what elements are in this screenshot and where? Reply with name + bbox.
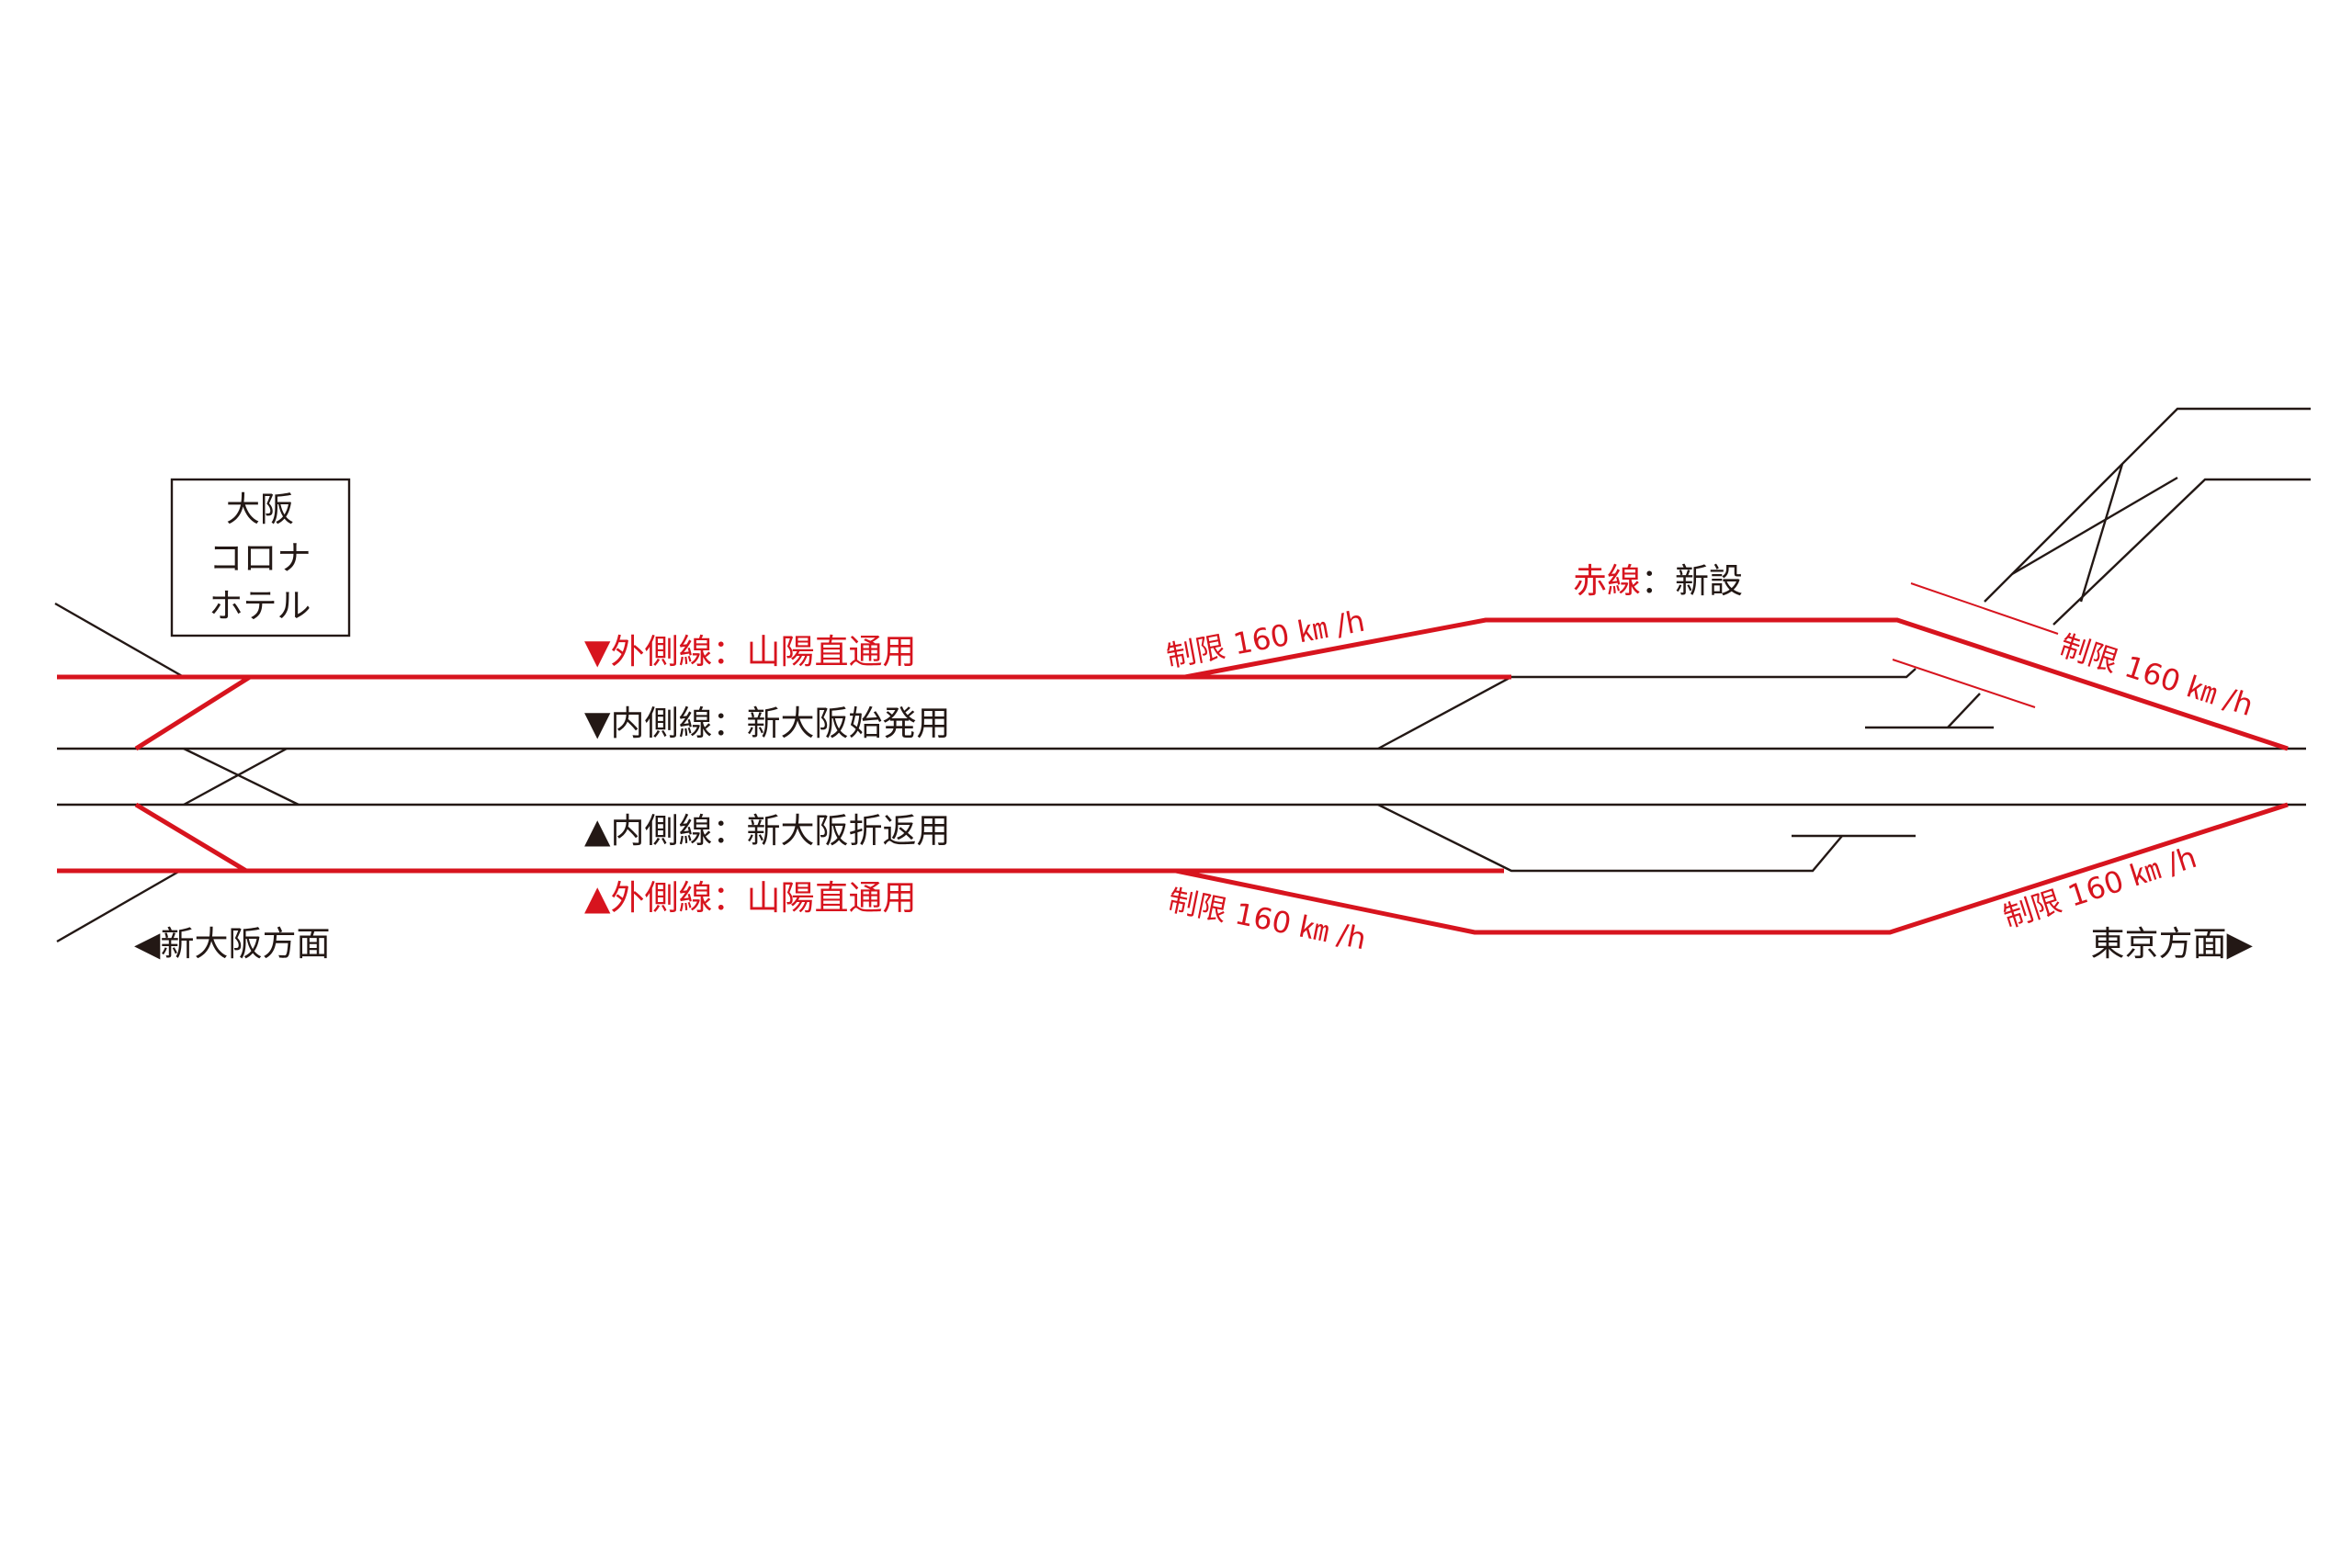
direction-right-arrow: ▶ [2227,924,2254,964]
outer-down-marker: ▼ [584,632,611,671]
landmark-line-1: 大阪 [226,490,294,529]
outer-up-bypass [1175,802,2289,935]
legend-red-line: 赤線 [1573,561,1641,601]
inner-up-marker: ▲ [584,811,611,851]
speed-limit-lower-left: 制限 160 ㎞ /h [1165,883,1369,957]
landmark-box: 大阪 コロナ ホテル [170,478,351,637]
inner-down-use: ：新大阪始発用 [712,704,950,743]
inner-down-marker: ▼ [584,704,611,743]
legend: 赤線：新設 [1573,561,1743,601]
lower-passing-track [1377,803,1843,873]
inner-up-use: ：新大阪折返用 [712,811,950,851]
outer-down-use: ：山陽直通用 [712,632,916,671]
depot-crossover-a [2011,476,2178,576]
landmark-line-2: コロナ [209,538,311,578]
red-marker-b [1892,659,2036,708]
depot-track-lower [2052,478,2311,626]
left-red-crossover-upper [134,674,252,751]
direction-left: ◀新大阪方面 [134,924,330,964]
direction-right-text: 東京方面 [2091,924,2227,964]
inner-down-name: 内側線 [610,704,712,743]
direction-left-arrow: ◀ [134,924,161,964]
outer-down-bypass [1184,617,2289,751]
left-diagonal-lower [56,869,181,943]
existing-tracks [54,407,2311,943]
left-crossover-b [183,747,288,807]
upper-passing-track [1377,668,1917,750]
new-tracks [57,582,2289,935]
inner-down-label: ▼内側線：新大阪始発用 [584,704,950,743]
outer-down-label: ▼外側線：山陽直通用 [584,632,916,671]
red-marker-a [1910,582,2059,635]
outer-up-use: ：山陽直通用 [712,878,916,918]
depot-track-upper [1984,407,2311,603]
landmark-line-3: ホテル [209,586,311,626]
direction-left-text: 新大阪方面 [160,924,330,964]
direction-right: 東京方面▶ [2091,924,2254,964]
depot-crossover-b [2079,463,2124,603]
outer-up-label: ▲外側線：山陽直通用 [584,878,916,918]
legend-new-construction: ：新設 [1641,561,1743,601]
left-diagonal-upper [54,602,185,679]
speed-limit-upper-right: 制限 160 ㎞ /h [2056,627,2258,723]
outer-down-name: 外側線 [610,632,712,671]
inner-up-label: ▲内側線：新大阪折返用 [584,811,950,851]
outer-up-name: 外側線 [610,878,712,918]
left-red-crossover-lower [134,802,248,874]
left-crossover-a [183,747,300,807]
outer-up-marker: ▲ [584,878,611,918]
upper-siding-branch [1947,693,1981,728]
inner-up-name: 内側線 [610,811,712,851]
